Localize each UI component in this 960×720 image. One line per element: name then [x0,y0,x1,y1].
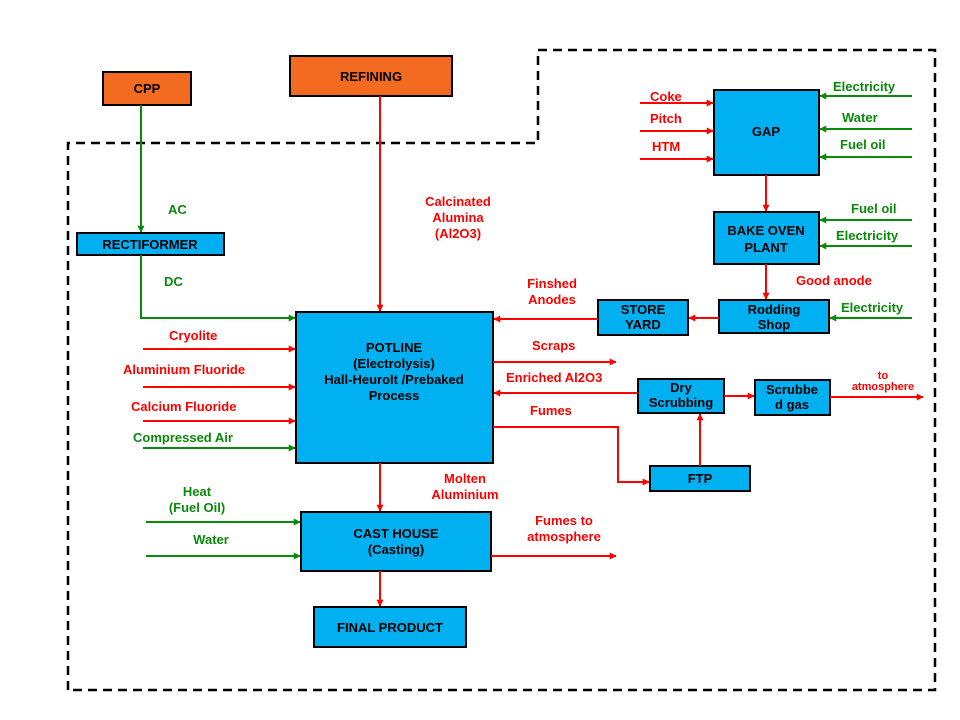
rod-electricity-label: Electricity [841,300,904,315]
bake-oven-label-2: PLANT [744,240,787,255]
coke-label: Coke [650,89,682,104]
dc-label: DC [164,274,183,289]
water-label: Water [193,532,229,547]
cpp-label: CPP [134,81,161,96]
calcinated-label-1: Calcinated [425,194,491,209]
store-yard-box: STORE YARD [597,299,689,336]
pitch-label: Pitch [650,111,682,126]
bake-fuel-oil-label: Fuel oil [851,201,897,216]
calcium-fluoride-label: Calcium Fluoride [131,399,236,414]
gap-box: GAP [713,89,820,176]
heat-label-1: Heat [183,484,212,499]
enriched-alumina-label: Enriched Al2O3 [506,370,602,385]
good-anode-label: Good anode [796,273,872,288]
htm-label: HTM [652,139,680,154]
gap-label: GAP [752,124,781,139]
molten-label-1: Molten [444,471,486,486]
final-product-box: FINAL PRODUCT [313,606,467,648]
scrubbed-gas-box: Scrubbe d gas [754,379,831,416]
to-atmosphere-label-2: atmosphere [852,381,914,393]
potline-label-2: (Electrolysis) [353,356,435,371]
dry-scrubbing-label-2: Scrubbing [649,395,713,410]
bake-oven-plant-box: BAKE OVEN PLANT [713,211,820,265]
ftp-box: FTP [649,465,751,492]
bake-electricity-label: Electricity [836,228,899,243]
potline-label-1: POTLINE [366,340,423,355]
cryolite-label: Cryolite [169,328,217,343]
calcinated-label-3: (Al2O3) [435,226,481,241]
cpp-box: CPP [102,71,192,106]
gap-water-label: Water [842,110,878,125]
calcinated-label-2: Alumina [432,210,484,225]
store-yard-label-1: STORE [621,302,666,317]
to-atmosphere-label-1: to [878,370,889,382]
aluminium-fluoride-label: Aluminium Fluoride [123,362,245,377]
store-yard-label-2: YARD [625,317,661,332]
compressed-air-label: Compressed Air [133,430,233,445]
dry-scrubbing-box: Dry Scrubbing [637,378,725,414]
rodding-label-1: Rodding [748,302,801,317]
potline-label-3: Hall-Heurolt /Prebaked [324,372,463,387]
scrubbed-gas-label-2: d gas [775,397,809,412]
rectiformer-to-potline-arrow [140,255,296,322]
cast-house-box: CAST HOUSE (Casting) [300,511,492,572]
potline-label-4: Process [369,388,420,403]
finished-anodes-label-1: Finshed [527,276,577,291]
potline-box: POTLINE (Electrolysis) Hall-Heurolt /Pre… [295,311,494,464]
scraps-label: Scraps [532,338,575,353]
fumes-to-atm-label-1: Fumes to [535,513,593,528]
bake-oven-label-1: BAKE OVEN [727,223,804,238]
refining-label: REFINING [340,69,402,84]
gap-fuel-oil-label: Fuel oil [840,137,886,152]
rodding-shop-box: Rodding Shop [718,299,830,334]
final-product-label: FINAL PRODUCT [337,620,443,635]
refining-box: REFINING [289,55,453,97]
rodding-label-2: Shop [758,317,791,332]
plant-boundary [66,48,937,692]
finished-anodes-label-2: Anodes [528,292,576,307]
fumes-label: Fumes [530,403,572,418]
scrubbed-gas-label-1: Scrubbe [766,382,818,397]
heat-label-2: (Fuel Oil) [169,500,225,515]
ftp-label: FTP [688,471,713,486]
fumes-to-atm-label-2: atmosphere [527,529,601,544]
molten-label-2: Aluminium [431,487,498,502]
rectiformer-box: RECTIFORMER [76,232,225,256]
dry-scrubbing-label-1: Dry [670,380,692,395]
cast-house-label-2: (Casting) [368,542,424,557]
cast-house-label-1: CAST HOUSE [353,526,439,541]
fumes-to-ftp-arrow [493,426,650,486]
ac-label: AC [168,202,187,217]
gap-electricity-label: Electricity [833,79,896,94]
rectiformer-label: RECTIFORMER [102,237,198,252]
